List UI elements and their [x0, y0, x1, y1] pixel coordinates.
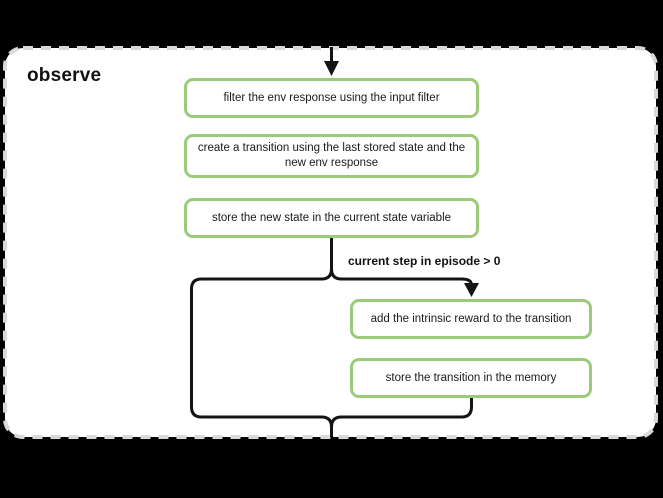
edge-merge-exit [330, 398, 473, 437]
flow-node-label: filter the env response using the input … [223, 91, 440, 104]
flow-node-label: store the new state in the current state… [211, 211, 452, 224]
flow-node-add-intrinsic-reward: add the intrinsic reward to the transiti… [350, 299, 592, 339]
flow-node-store-transition: store the transition in the memory [350, 358, 592, 398]
condition-label: current step in episode > 0 [348, 254, 501, 268]
flow-node-label: add the intrinsic reward to the transiti… [370, 312, 572, 325]
flow-node-store-new-state: store the new state in the current state… [184, 198, 479, 238]
flow-node-label: store the transition in the memory [385, 371, 557, 384]
flow-node-filter-env-response: filter the env response using the input … [184, 78, 479, 118]
arrow-down-icon [324, 61, 339, 76]
group-title-observe: observe [27, 65, 102, 86]
arrow-down-icon [464, 283, 479, 297]
flow-node-create-transition: create a transition using the last store… [184, 134, 479, 178]
flow-node-label: create a transition using the last store… [197, 142, 466, 169]
edge-bypass [190, 238, 333, 437]
